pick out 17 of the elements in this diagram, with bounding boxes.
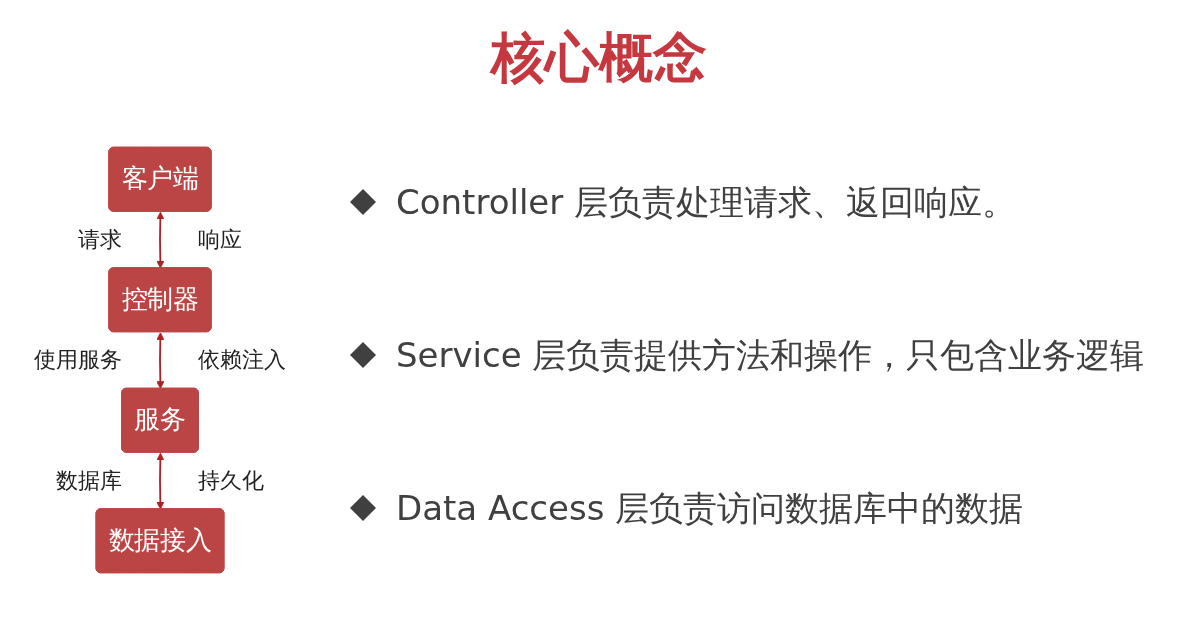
arrow-label: 使用服务 <box>34 347 122 374</box>
process-box: 数据接入 <box>95 508 225 574</box>
note-text: Service 层负责提供方法和操作，只包含业务逻辑 <box>396 335 1145 376</box>
title: 核心概念 <box>490 26 707 89</box>
process-box: 控制器 <box>108 267 212 333</box>
arrow-label: 请求 <box>78 226 122 254</box>
process-box: 客户端 <box>108 146 212 212</box>
note-text: Controller 层负责处理请求、返回响应。 <box>396 182 1017 223</box>
arrow-label: 数据库 <box>56 467 122 495</box>
double-arrow <box>156 332 165 390</box>
double-arrow <box>156 211 165 269</box>
arrow-label: 响应 <box>198 226 243 254</box>
note-text: Data Access 层负责访问数据库中的数据 <box>396 488 1024 529</box>
double-arrow <box>156 452 165 510</box>
arrow-label: 依赖注入 <box>198 347 287 374</box>
arrow-label: 持久化 <box>198 467 265 495</box>
process-box: 服务 <box>121 387 199 453</box>
